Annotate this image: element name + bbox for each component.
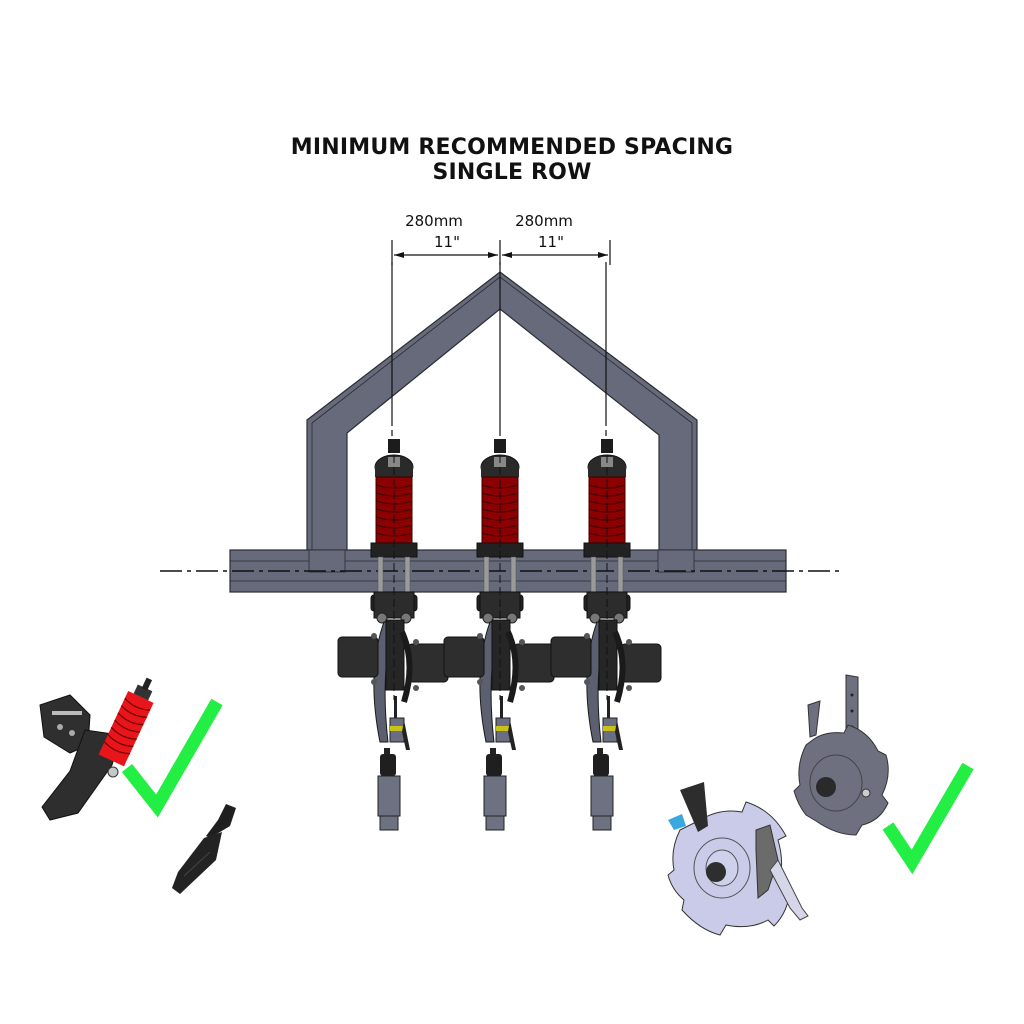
check-mark-icon-right: [882, 762, 974, 875]
diagram-title-line1: MINIMUM RECOMMENDED SPACING: [290, 135, 734, 160]
dimension-lines: [391, 240, 611, 265]
blue-coulter-disc-icon: [667, 782, 809, 936]
check-mark-icon-left: [121, 698, 223, 818]
point-tine-icon: [172, 804, 236, 894]
dimension-left-imperial: 11": [434, 233, 460, 251]
shank-spring-assembly-icon: [39, 677, 154, 821]
row-unit-center-lower: [444, 592, 554, 830]
dimension-left-metric: 280mm: [405, 212, 463, 230]
dimension-right-imperial: 11": [538, 233, 564, 251]
diagram-title-line2: SINGLE ROW: [432, 160, 592, 185]
unit-centerlines: [393, 455, 608, 700]
grey-coulter-disc-icon: [793, 674, 889, 836]
row-unit-right-lower: [551, 592, 661, 830]
dimension-right-metric: 280mm: [515, 212, 573, 230]
row-unit-left-lower: [338, 592, 448, 830]
row-centerlines: [391, 262, 607, 445]
